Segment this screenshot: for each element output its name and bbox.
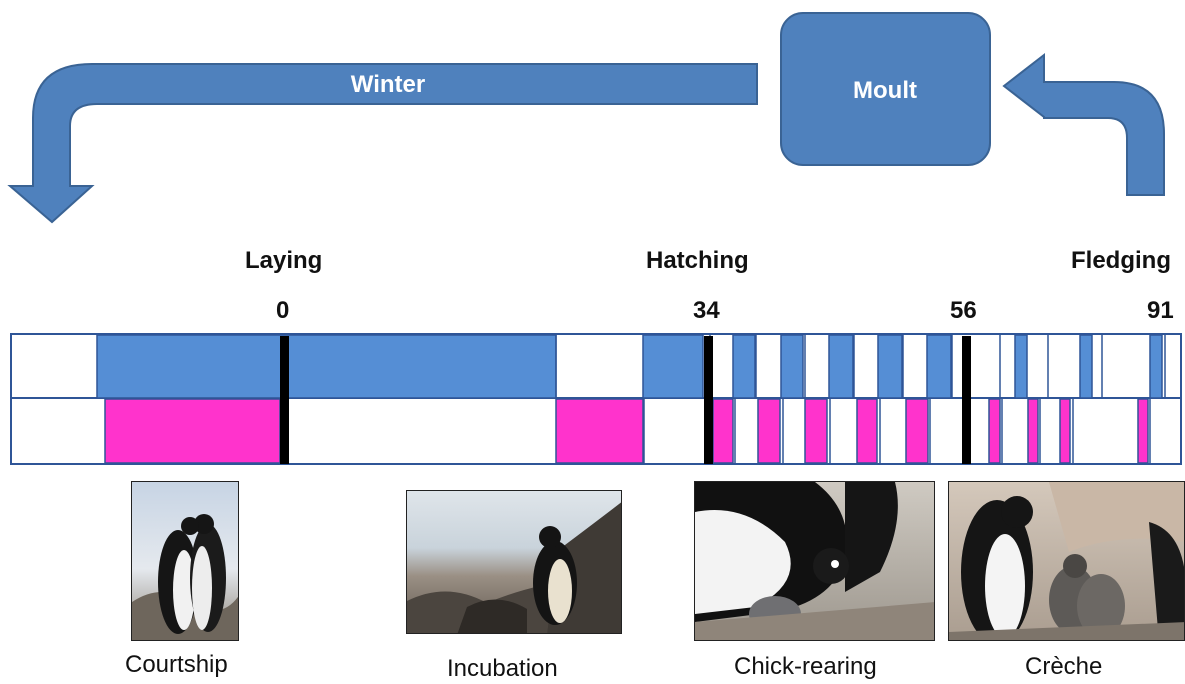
timeline bbox=[10, 333, 1182, 465]
caption-chick-rearing: Chick-rearing bbox=[734, 653, 877, 680]
chick-rearing-photo bbox=[694, 481, 935, 641]
winter-arrow bbox=[7, 63, 758, 224]
phase-label-hatching: Hatching bbox=[646, 247, 749, 274]
parent-b-block bbox=[856, 398, 878, 464]
parent-b-block bbox=[804, 398, 828, 464]
parent-a-block bbox=[780, 334, 804, 399]
winter-label: Winter bbox=[351, 71, 425, 98]
day-label-91: 91 bbox=[1147, 297, 1174, 324]
parent-a-block bbox=[1014, 334, 1028, 399]
day-marker bbox=[704, 336, 713, 464]
day-label-56: 56 bbox=[950, 297, 977, 324]
moult-box bbox=[780, 12, 991, 166]
parent-b-block bbox=[712, 398, 734, 464]
parent-a-block bbox=[642, 334, 704, 399]
caption-courtship: Courtship bbox=[125, 651, 228, 678]
parent-b-block bbox=[905, 398, 929, 464]
parent-b-block bbox=[988, 398, 1001, 464]
parent-a-row bbox=[96, 334, 1166, 399]
parent-b-block bbox=[1059, 398, 1071, 464]
parent-a-block bbox=[926, 334, 952, 399]
return-arrow bbox=[1002, 52, 1165, 196]
parent-b-block bbox=[1137, 398, 1149, 464]
caption-incubation: Incubation bbox=[447, 655, 558, 682]
incubation-photo bbox=[406, 490, 622, 634]
day-marker bbox=[962, 336, 971, 464]
parent-b-block bbox=[1027, 398, 1039, 464]
day-markers bbox=[280, 336, 971, 464]
parent-a-block bbox=[1079, 334, 1093, 399]
parent-a-block bbox=[877, 334, 903, 399]
day-label-34: 34 bbox=[693, 297, 720, 324]
parent-b-block bbox=[757, 398, 781, 464]
day-label-0: 0 bbox=[276, 297, 290, 324]
parent-b-row bbox=[104, 398, 1151, 464]
creche-photo bbox=[948, 481, 1185, 641]
parent-a-block bbox=[828, 334, 854, 399]
parent-b-block bbox=[555, 398, 645, 464]
parent-b-block bbox=[104, 398, 281, 464]
day-marker bbox=[280, 336, 289, 464]
phase-label-laying: Laying bbox=[245, 247, 323, 274]
parent-a-block bbox=[1149, 334, 1163, 399]
parent-a-block bbox=[96, 334, 557, 399]
courtship-photo bbox=[131, 481, 239, 641]
caption-creche: Crèche bbox=[1025, 653, 1103, 680]
parent-a-block bbox=[732, 334, 756, 399]
moult-label: Moult bbox=[853, 77, 917, 104]
phase-label-fledging: Fledging bbox=[1071, 247, 1171, 274]
